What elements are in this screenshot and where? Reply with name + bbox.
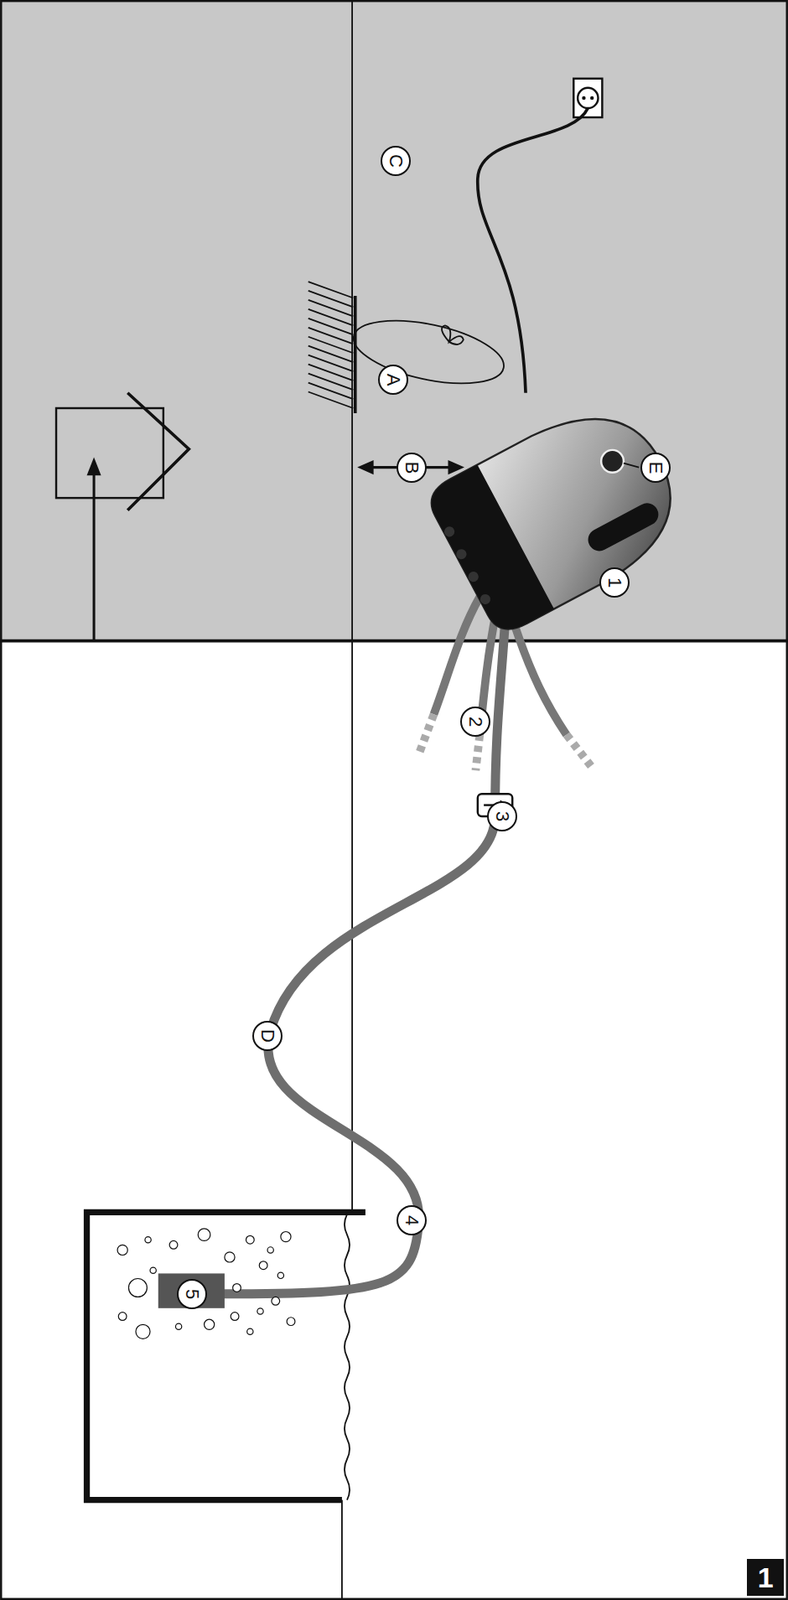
- shelf-line: [0, 639, 788, 643]
- callout-number: 4: [396, 1205, 427, 1236]
- leader-line: [623, 463, 639, 468]
- up-arrow: [93, 469, 96, 642]
- air-hose: [433, 596, 480, 715]
- divider-line: [351, 0, 353, 1213]
- bubbles: [117, 1228, 296, 1339]
- callout-number: 1: [599, 567, 630, 598]
- bubble: [245, 1235, 255, 1245]
- bubble: [271, 1296, 280, 1306]
- callout-number: 2: [460, 706, 491, 737]
- wall-hook: [353, 295, 358, 414]
- hanging-loop: [347, 309, 509, 395]
- bubble: [204, 1319, 215, 1330]
- air-hose: [515, 627, 567, 736]
- bubble: [259, 1261, 268, 1271]
- bubble: [280, 1231, 291, 1242]
- bubble: [128, 1278, 147, 1297]
- hatch-line: [308, 318, 354, 335]
- hatch-line: [308, 355, 354, 372]
- hatch-line: [308, 373, 354, 390]
- bubble: [197, 1228, 211, 1242]
- bubble: [118, 1312, 127, 1322]
- hatch-line: [308, 392, 354, 409]
- hatch-line: [308, 383, 354, 400]
- hatch-line: [308, 309, 354, 326]
- bubble: [169, 1240, 178, 1250]
- roof-symbol: [127, 393, 189, 511]
- callout-number: B: [396, 452, 427, 483]
- arrow-head: [87, 456, 102, 476]
- power-socket: [573, 78, 602, 118]
- house-symbol: [56, 408, 164, 498]
- callout-number: A: [378, 364, 409, 395]
- wall-hatching: [308, 281, 354, 409]
- hatch-line: [308, 281, 354, 298]
- air-pump: [423, 388, 699, 638]
- bubble: [230, 1312, 239, 1322]
- bubble: [117, 1244, 128, 1255]
- bubble: [145, 1237, 151, 1244]
- bubble: [286, 1317, 296, 1327]
- callout-number: D: [252, 1021, 283, 1052]
- bubble: [135, 1324, 151, 1339]
- bubble: [267, 1247, 274, 1254]
- bubble: [175, 1323, 182, 1330]
- water-surface: [344, 1214, 350, 1501]
- bubble: [224, 1252, 235, 1263]
- hatch-line: [308, 300, 354, 317]
- hose-end: [566, 735, 592, 768]
- control-knob: [601, 450, 624, 473]
- wall-ground: [0, 0, 788, 642]
- hose-end: [475, 735, 480, 772]
- bubble: [233, 1284, 242, 1293]
- hatch-line: [308, 327, 354, 344]
- socket-face: [577, 88, 598, 109]
- callout-number: 3: [487, 801, 518, 832]
- knot: [441, 325, 464, 345]
- callout-number: E: [640, 452, 671, 483]
- figure-number: 1: [746, 1559, 784, 1597]
- hatch-line: [308, 364, 354, 381]
- divider-line: [341, 1500, 343, 1600]
- hatch-line: [308, 290, 354, 307]
- main-air-hose: [219, 620, 506, 1295]
- bubble: [277, 1272, 284, 1279]
- bubble: [150, 1267, 156, 1274]
- hose-end: [418, 714, 434, 756]
- hatch-line: [308, 346, 354, 363]
- hatch-line: [308, 336, 354, 353]
- tank-outline: [87, 1212, 366, 1500]
- bubble: [257, 1308, 264, 1315]
- callout-number: 5: [176, 1279, 208, 1310]
- bubble: [247, 1328, 254, 1335]
